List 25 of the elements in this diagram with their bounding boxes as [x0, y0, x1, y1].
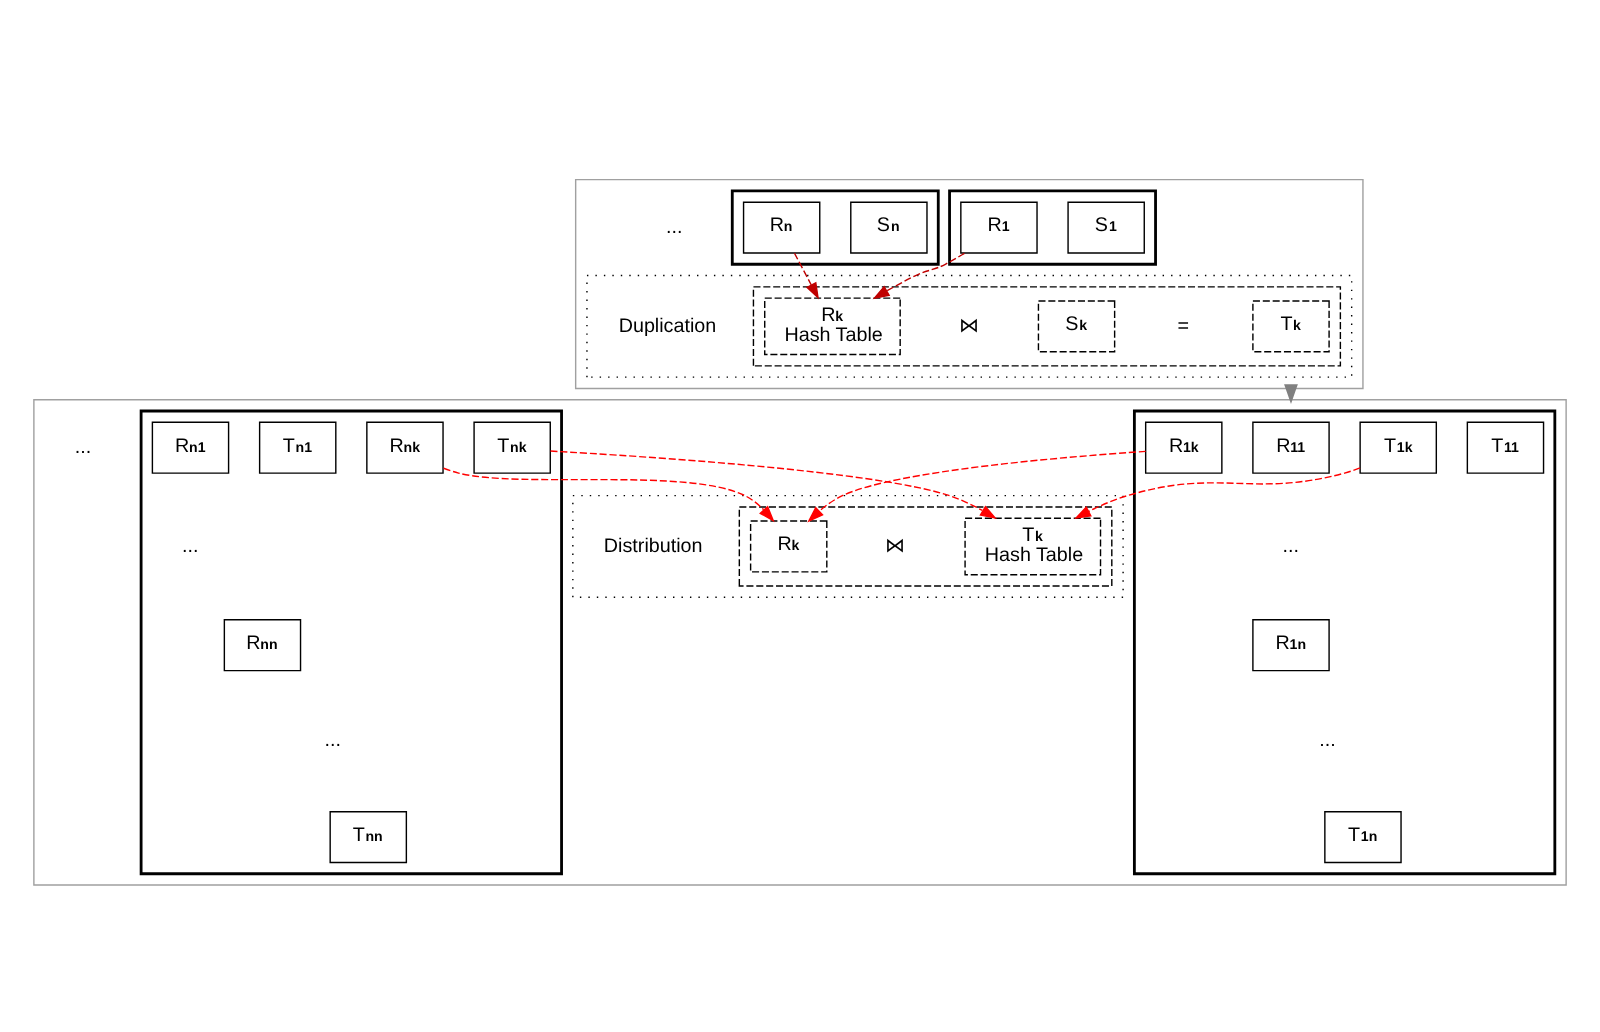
cluster — [586, 273, 1353, 377]
arrow — [442, 466, 775, 522]
cluster — [33, 398, 1567, 885]
cluster — [139, 408, 563, 875]
label: ... — [665, 215, 683, 238]
label: ... — [324, 729, 341, 752]
arrow — [793, 251, 819, 299]
label: ... — [74, 435, 92, 458]
arrow — [1074, 466, 1361, 519]
label: ... — [1282, 534, 1299, 557]
legend-label: Distribution — [603, 534, 703, 557]
label: ... — [1319, 729, 1336, 752]
label: = — [1177, 314, 1189, 337]
label: ... — [182, 534, 199, 557]
arrow — [807, 449, 1147, 522]
cluster — [1132, 408, 1557, 875]
cluster — [574, 177, 1364, 389]
cluster — [730, 188, 940, 265]
arrow — [872, 251, 966, 299]
arrow — [549, 449, 997, 519]
legend-label: Duplication — [618, 314, 717, 337]
cluster — [948, 188, 1157, 265]
cluster — [572, 493, 1124, 597]
label: ⋈ — [885, 534, 906, 557]
label: ⋈ — [958, 314, 979, 337]
